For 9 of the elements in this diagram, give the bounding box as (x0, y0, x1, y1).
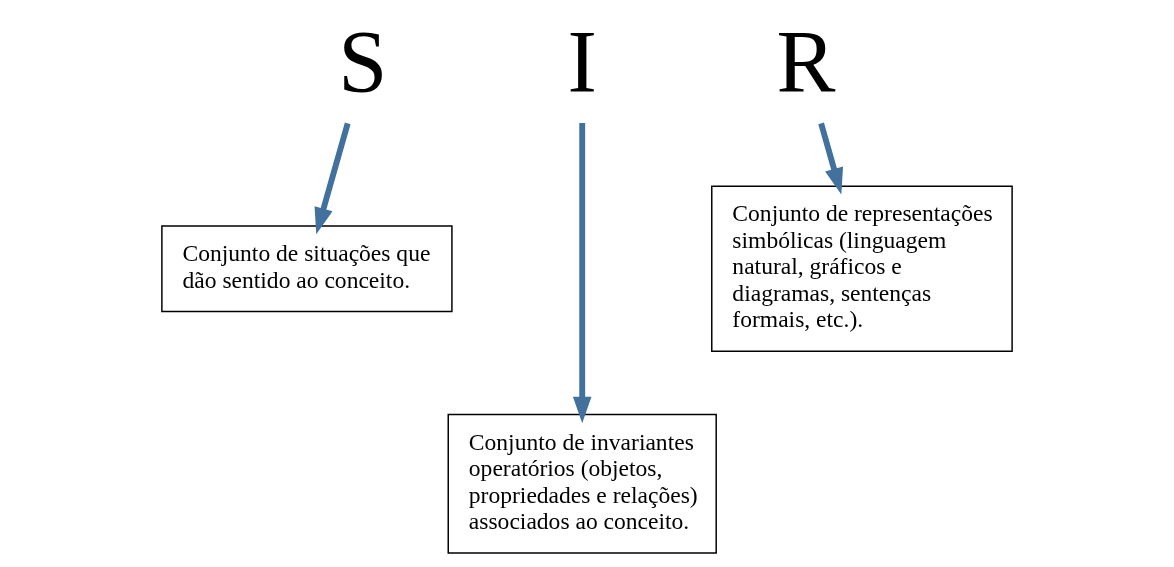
node-text: R (776, 11, 836, 110)
arrow (818, 122, 844, 195)
arrow (314, 122, 351, 235)
node-text: I (567, 11, 597, 110)
node-box: Conjunto de situações que dão sentido ao conceito. (161, 225, 453, 313)
node-box: Conjunto de invariantes operatórios (objetos, propriedades e relações) associados ao conceito. (447, 413, 717, 554)
node-text: S (338, 11, 388, 110)
node-box: Conjunto de representações simbólicas (linguagem natural, gráficos e diagramas, sentenças formais, etc.). (711, 185, 1013, 352)
arrow (572, 123, 592, 424)
